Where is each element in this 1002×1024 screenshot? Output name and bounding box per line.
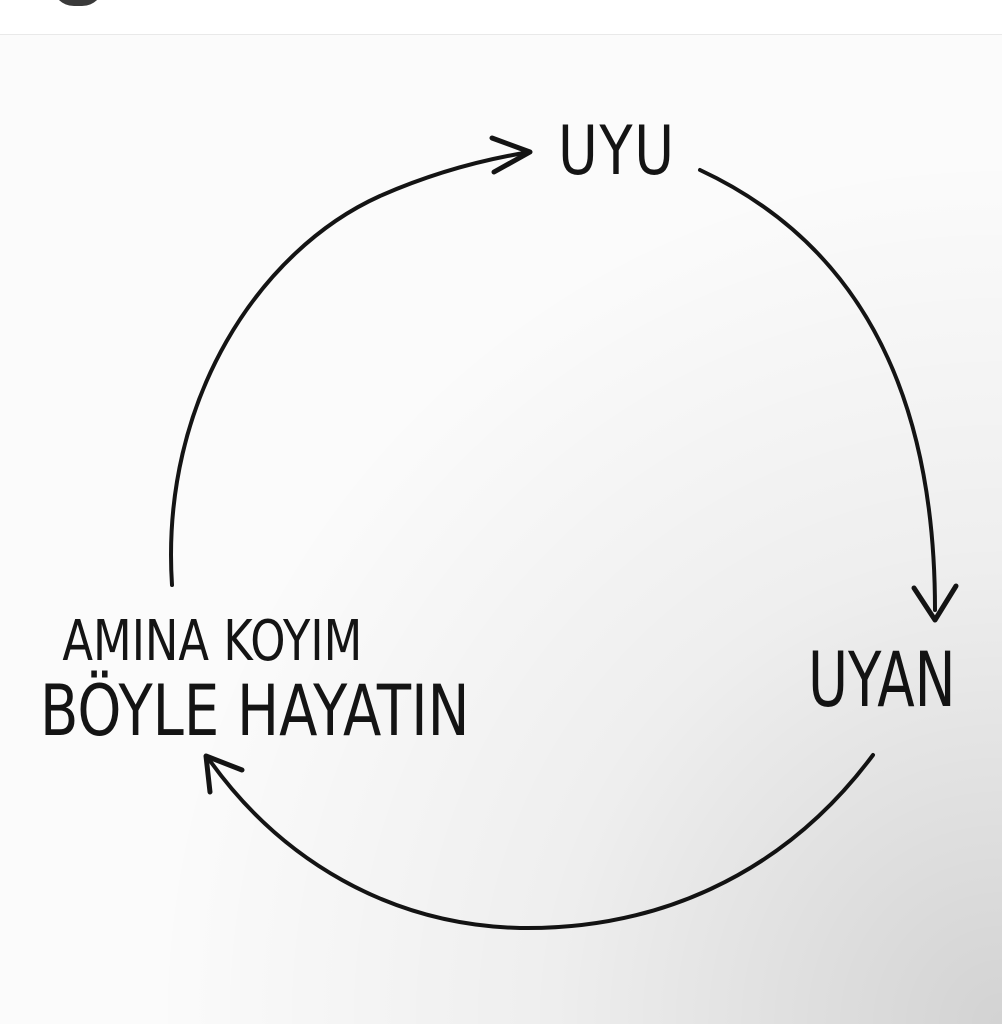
node-life-line-2: BÖYLE HAYATIN bbox=[40, 670, 470, 752]
arrow-wake-to-life bbox=[206, 753, 875, 931]
node-sleep: UYU bbox=[558, 112, 676, 191]
node-life: AMINA KOYIM BÖYLE HAYATIN bbox=[40, 609, 470, 752]
node-life-line-1: AMINA KOYIM bbox=[62, 609, 363, 674]
arrowhead-at-wake bbox=[911, 583, 959, 623]
arrow-life-to-sleep bbox=[169, 150, 532, 587]
arrow-sleep-to-wake bbox=[698, 168, 937, 612]
avatar bbox=[52, 0, 104, 6]
top-strip bbox=[0, 0, 1002, 35]
node-wake: UYAN bbox=[808, 635, 956, 724]
arrowhead-at-life bbox=[203, 753, 245, 795]
arrowhead-at-sleep bbox=[489, 135, 533, 175]
